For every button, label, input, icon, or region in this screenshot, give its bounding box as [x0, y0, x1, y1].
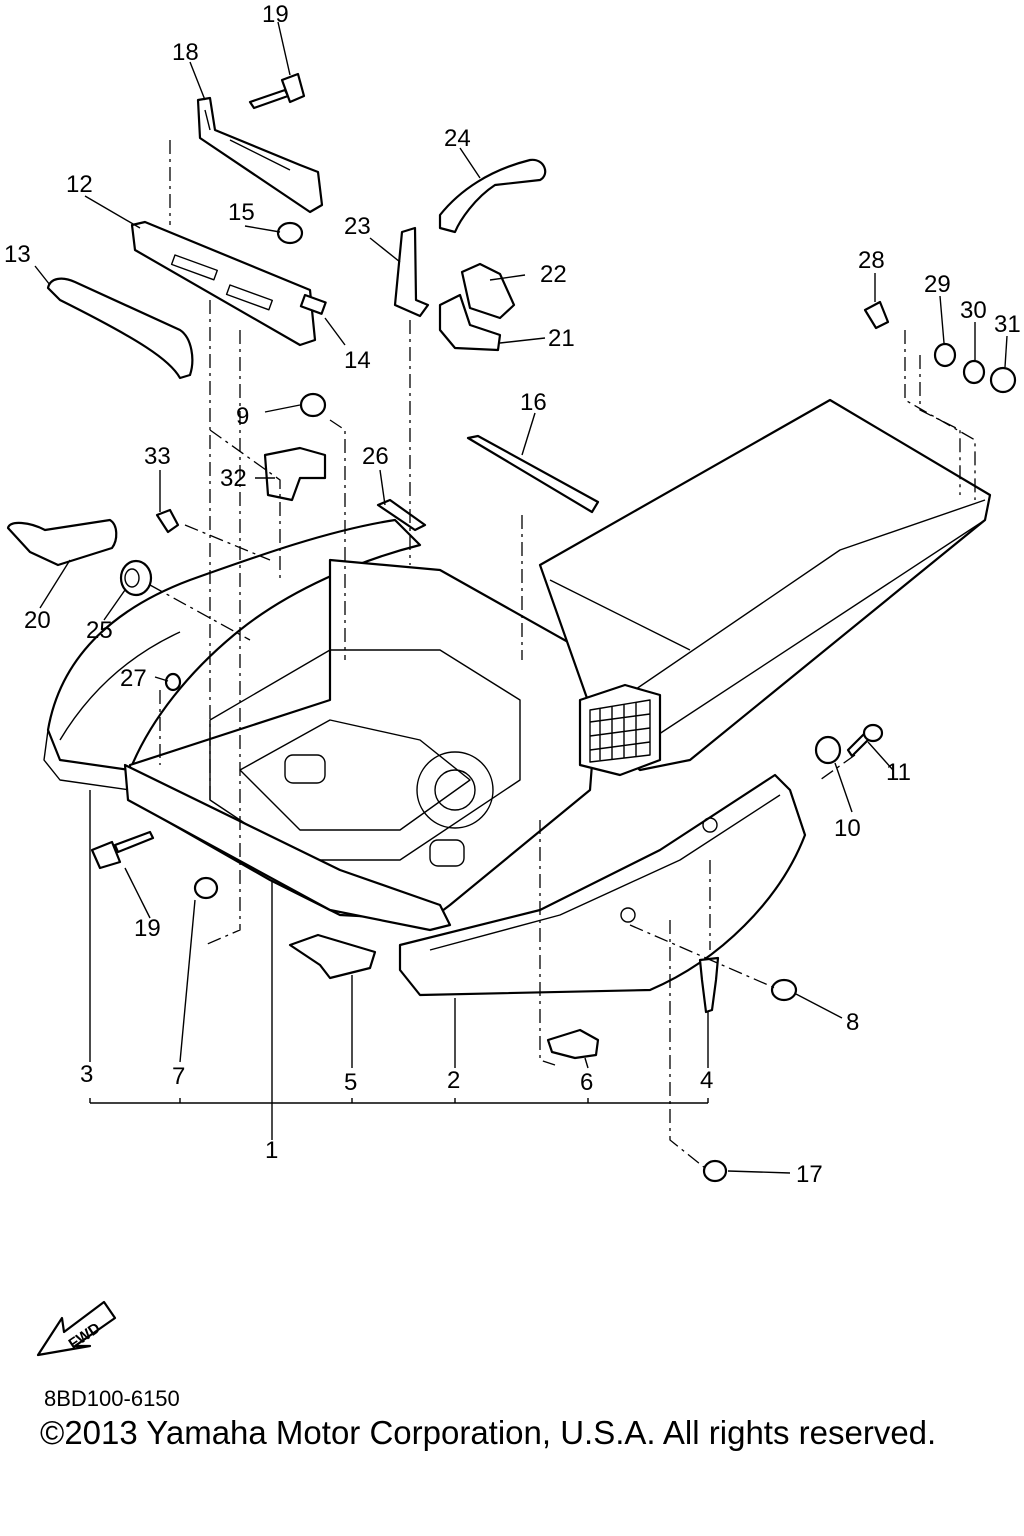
washer-30: [962, 359, 986, 385]
callout-19: 19: [134, 915, 161, 942]
washer-29: [933, 342, 957, 368]
clip-6: [546, 1028, 600, 1060]
callout-3: 3: [80, 1061, 93, 1088]
collar-10: [814, 735, 842, 765]
grommet-9: [299, 392, 327, 418]
strip-26: [376, 498, 427, 532]
callout-23: 23: [344, 213, 371, 240]
nut-31: [989, 366, 1017, 394]
callout-12: 12: [66, 171, 93, 198]
callout-2: 2: [447, 1067, 460, 1094]
callout-27: 27: [120, 665, 147, 692]
callout-24: 24: [444, 125, 471, 152]
callout-5: 5: [344, 1069, 357, 1096]
side-cover: [398, 773, 807, 997]
bolt-19-bottom: [90, 830, 155, 870]
bar-16: [466, 434, 600, 514]
pad-20: [6, 518, 118, 567]
plug-17: [702, 1159, 728, 1183]
callout-29: 29: [924, 271, 951, 298]
cap-8: [770, 978, 798, 1002]
tail-light-grid: [589, 699, 651, 763]
grommet-15: [276, 221, 304, 245]
bolt-28: [863, 300, 890, 330]
callout-20: 20: [24, 607, 51, 634]
handle-13: [46, 277, 194, 380]
plate-12: [130, 220, 317, 347]
callout-31: 31: [994, 311, 1021, 338]
callout-8: 8: [846, 1009, 859, 1036]
guard-24: [438, 158, 547, 234]
angle-23: [393, 226, 430, 318]
block-21: [438, 293, 502, 352]
pad-14: [299, 293, 327, 315]
bracket-5: [288, 933, 377, 980]
callout-18: 18: [172, 39, 199, 66]
cap-7: [193, 876, 219, 900]
callout-21: 21: [548, 325, 575, 352]
callout-14: 14: [344, 347, 371, 374]
callout-30: 30: [960, 297, 987, 324]
frame-assembly: [43, 398, 992, 932]
callout-32: 32: [220, 465, 247, 492]
callout-11: 11: [886, 759, 911, 786]
reference-lines: [149, 140, 976, 1169]
callout-4: 4: [700, 1067, 713, 1094]
forward-arrow-icon: FWD: [36, 1300, 117, 1357]
leader-lines: [34, 21, 1008, 1174]
callout-6: 6: [580, 1069, 593, 1096]
callout-1: 1: [265, 1137, 278, 1164]
callout-33: 33: [144, 443, 171, 470]
callout-17: 17: [796, 1161, 823, 1188]
callout-16: 16: [520, 389, 547, 416]
rivet-4: [698, 956, 720, 1014]
callout-10: 10: [834, 815, 861, 842]
callout-28: 28: [858, 247, 885, 274]
callout-26: 26: [362, 443, 389, 470]
bolt-19-top: [248, 72, 306, 110]
block-22: [460, 262, 516, 320]
diagram-code: 8BD100-6150: [44, 1386, 180, 1411]
callout-9: 9: [236, 403, 249, 430]
callout-19: 19: [262, 1, 289, 28]
copyright-notice: ©2013 Yamaha Motor Corporation, U.S.A. A…: [40, 1414, 937, 1451]
callout-22: 22: [540, 261, 567, 288]
bolt-33: [155, 508, 180, 534]
callout-25: 25: [86, 617, 113, 644]
callout-15: 15: [228, 199, 255, 226]
washer-27: [164, 672, 182, 692]
callout-7: 7: [172, 1063, 185, 1090]
callout-labels: 19 18 24 12 15 23 13 28 22 29 30 31 21 1…: [4, 1, 1021, 1188]
callout-13: 13: [4, 241, 31, 268]
bracket-32: [263, 446, 327, 502]
